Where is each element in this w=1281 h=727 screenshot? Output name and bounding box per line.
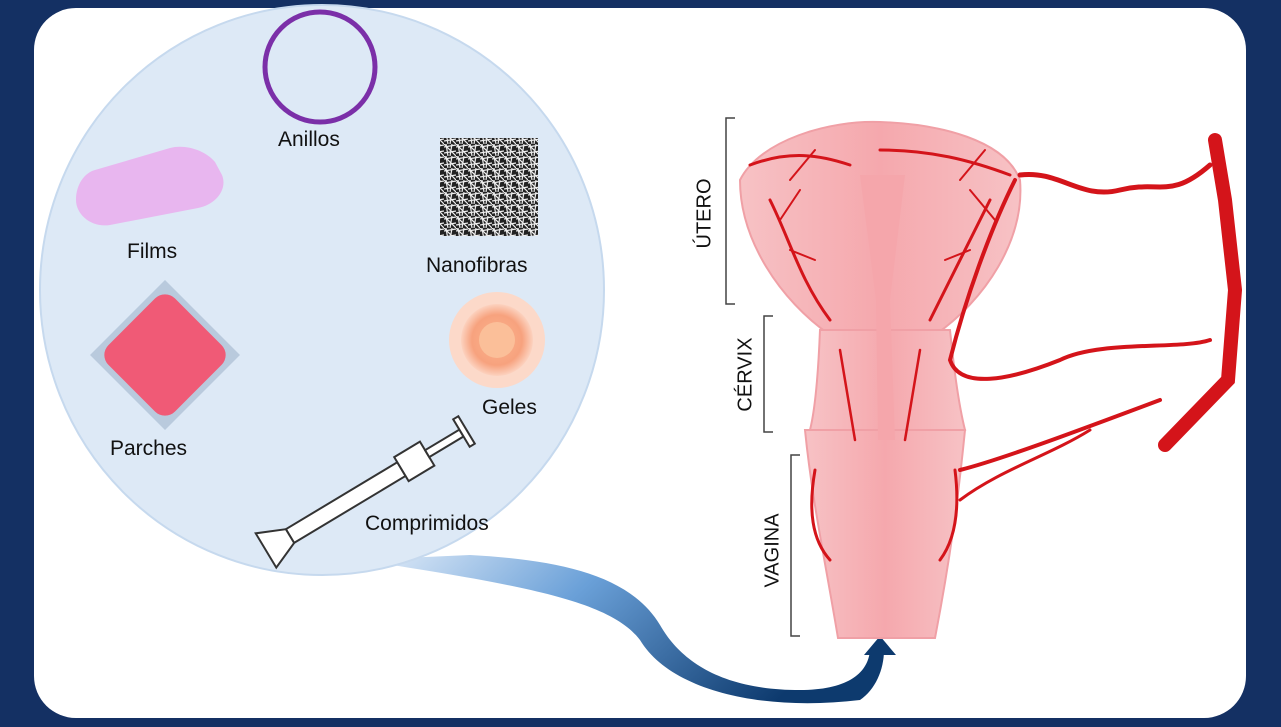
bubble-tail-arrow	[360, 555, 884, 703]
label-nanofibras: Nanofibras	[426, 254, 528, 278]
reproductive-tract-illustration	[726, 118, 1235, 638]
label-comprimidos: Comprimidos	[365, 512, 489, 536]
label-anillos: Anillos	[278, 128, 340, 152]
label-vagina: VAGINA	[762, 496, 785, 606]
label-cervix: CÉRVIX	[735, 320, 758, 430]
dosage-forms-bubble	[40, 5, 604, 575]
label-parches: Parches	[110, 437, 187, 461]
label-films: Films	[127, 240, 177, 264]
label-utero: ÚTERO	[694, 169, 717, 259]
gel-icon	[449, 292, 545, 388]
label-geles: Geles	[482, 396, 537, 420]
nanofiber-mesh-icon	[440, 138, 538, 236]
